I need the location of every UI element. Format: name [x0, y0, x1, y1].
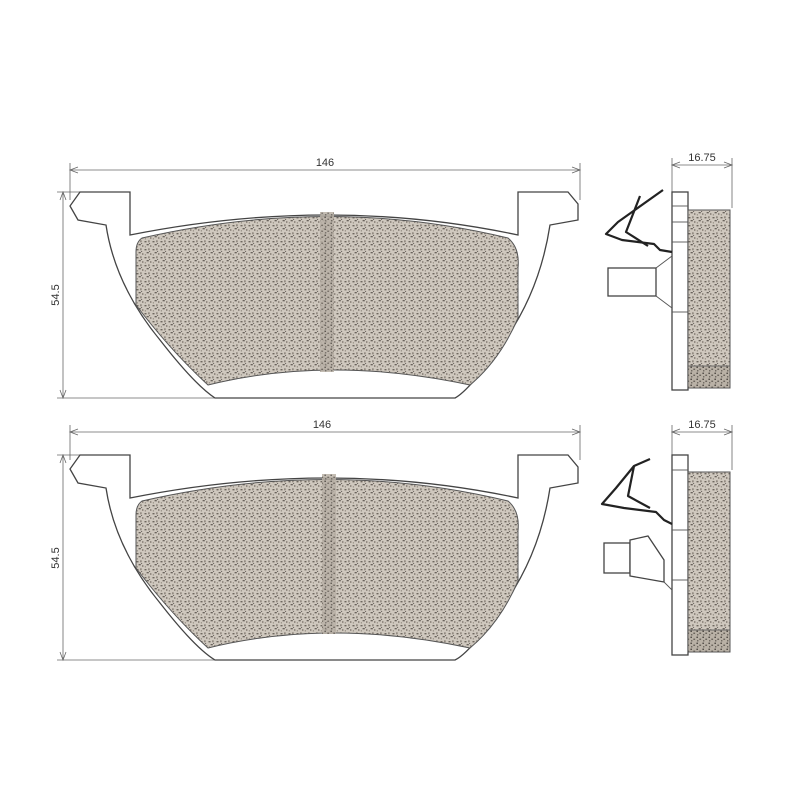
thickness-arrow-left [670, 161, 681, 169]
side-guide-pin-edge [663, 581, 673, 591]
thickness-arrow-left [670, 428, 681, 436]
thickness-arrow-right [723, 161, 734, 169]
height-label: 54.5 [50, 547, 62, 568]
pad-view-top: 146 54.5 16.75 [50, 152, 734, 400]
width-arrow-left [68, 428, 79, 436]
side-backing-plate [671, 454, 689, 656]
side-guide-pin-taper [629, 535, 665, 583]
wear-indicator-slot [322, 474, 336, 634]
width-dimension: 146 [68, 157, 582, 200]
anti-rattle-clip-spring [624, 195, 649, 247]
width-dimension: 146 [68, 419, 582, 460]
side-friction-material [687, 209, 731, 389]
width-label: 146 [316, 157, 334, 169]
height-arrow-bottom [59, 389, 67, 400]
width-arrow-left [68, 166, 79, 174]
side-friction-material [687, 471, 731, 653]
side-view: 16.75 [604, 152, 734, 391]
width-label: 146 [313, 419, 331, 431]
height-arrow-top [59, 190, 67, 201]
wear-indicator-slot [320, 212, 334, 372]
side-guide-pin-taper [655, 255, 673, 309]
side-guide-pin [603, 542, 631, 574]
thickness-label: 16.75 [688, 152, 716, 164]
side-view: 16.75 [600, 419, 734, 656]
height-arrow-bottom [59, 651, 67, 662]
side-underlayer [687, 365, 731, 389]
pad-view-bottom: 146 54.5 16.75 [50, 419, 734, 662]
side-underlayer [687, 629, 731, 653]
width-arrow-right [571, 428, 582, 436]
side-guide-pin [607, 267, 657, 297]
height-label: 54.5 [50, 284, 62, 305]
anti-rattle-clip [604, 189, 673, 254]
thickness-arrow-right [723, 428, 734, 436]
anti-rattle-clip-spring [626, 465, 651, 509]
thickness-label: 16.75 [688, 419, 716, 431]
height-dimension: 54.5 [50, 190, 215, 400]
height-arrow-top [59, 453, 67, 464]
anti-rattle-clip [600, 457, 673, 525]
width-arrow-right [571, 166, 582, 174]
